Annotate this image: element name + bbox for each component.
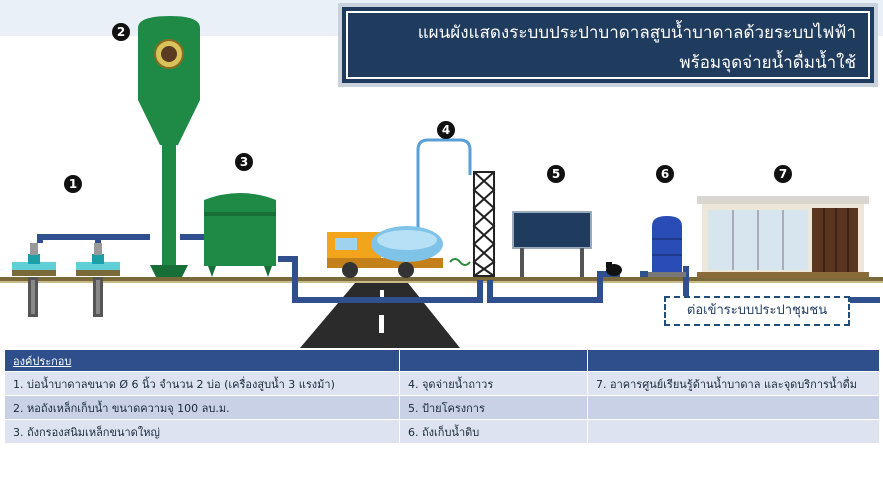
ground-line: [0, 277, 883, 281]
components-header: องค์ประกอบ: [13, 354, 72, 368]
road-marking: [379, 315, 384, 333]
table-cell: 5. ป้ายโครงการ: [399, 395, 588, 420]
table-cell: 6. ถังเก็บน้ำดิบ: [399, 419, 588, 444]
table-header-cell: [587, 349, 880, 372]
table-cell: 3. ถังกรองสนิมเหล็กขนาดใหญ่: [4, 419, 400, 444]
groundwater-well: [12, 243, 56, 317]
marker-number: 5: [552, 167, 560, 181]
marker-number: 6: [661, 167, 669, 181]
marker-number: 2: [117, 25, 125, 39]
table-header-cell: [399, 349, 588, 372]
marker-number: 3: [240, 155, 248, 169]
table-header-row: องค์ประกอบ: [4, 349, 880, 372]
marker-circle: [656, 165, 674, 183]
marker-group: 1 2 3 4 5 6 7: [64, 23, 792, 193]
water-dispensing-stand: [472, 171, 496, 277]
marker-number: 7: [779, 167, 787, 181]
ground-shadow: [0, 281, 883, 283]
marker-circle: [547, 165, 565, 183]
title-line-1: แผนผังแสดงระบบประปาบาดาลสูบน้ำบาดาลด้วยร…: [417, 23, 856, 43]
title-banner: แผนผังแสดงระบบประปาบาดาลสูบน้ำบาดาลด้วยร…: [338, 3, 878, 87]
water-pump: [606, 262, 622, 276]
water-truck: [327, 226, 443, 278]
table-cell: [587, 395, 880, 420]
elevated-steel-tank: [138, 16, 200, 277]
valve: [449, 258, 471, 266]
table-cell: 7. อาคารศูนย์เรียนรู้ด้านน้ำบาดาล และจุด…: [587, 371, 880, 396]
marker-number: 1: [69, 177, 77, 191]
table-row: 2. หอถังเหล็กเก็บน้ำ ขนาดความจุ 100 ลบ.ม…: [4, 395, 880, 420]
table-row: 3. ถังกรองสนิมเหล็กขนาดใหญ่ 6. ถังเก็บน้…: [4, 419, 880, 444]
table-cell: 2. หอถังเหล็กเก็บน้ำ ขนาดความจุ 100 ลบ.ม…: [4, 395, 400, 420]
water-hose: [416, 138, 472, 250]
road-marking: [380, 290, 384, 302]
table-cell: 4. จุดจ่ายน้ำถาวร: [399, 371, 588, 396]
table-header-cell: องค์ประกอบ: [4, 349, 400, 372]
table-cell: [587, 419, 880, 444]
marker-circle: [774, 165, 792, 183]
components-table: องค์ประกอบ 1. บ่อน้ำบาดาลขนาด Ø 6 นิ้ว จ…: [4, 349, 880, 444]
learning-center-building: [697, 196, 869, 278]
raw-water-tank: [648, 216, 686, 277]
project-sign: [512, 211, 592, 277]
marker-circle: [112, 23, 130, 41]
marker-number: 4: [442, 123, 450, 137]
title-banner-frame: [346, 11, 870, 79]
table-cell: 1. บ่อน้ำบาดาลขนาด Ø 6 นิ้ว จำนวน 2 บ่อ …: [4, 371, 400, 396]
iron-filter-tank: [204, 193, 276, 277]
community-connection-label: ต่อเข้าระบบประปาชุมชน: [664, 296, 850, 326]
marker-circle: [64, 175, 82, 193]
marker-circle: [235, 153, 253, 171]
title-line-2: พร้อมจุดจ่ายน้ำดื่มน้ำใช้: [679, 53, 856, 73]
marker-circle: [437, 121, 455, 139]
groundwater-well: [76, 243, 120, 317]
table-row: 1. บ่อน้ำบาดาลขนาด Ø 6 นิ้ว จำนวน 2 บ่อ …: [4, 371, 880, 396]
